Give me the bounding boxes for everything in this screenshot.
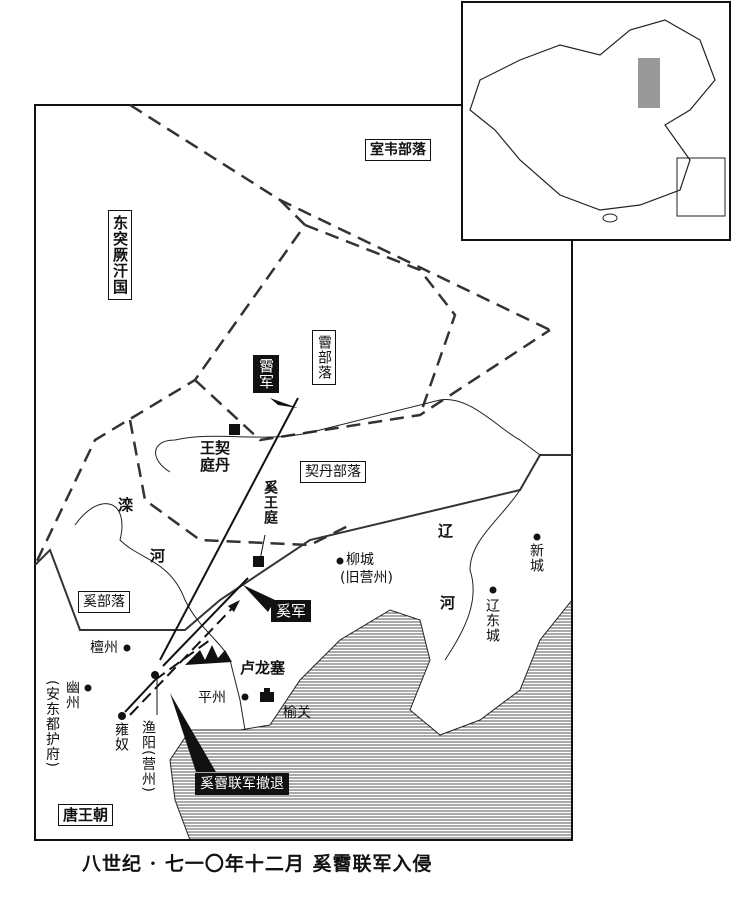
- china-inset-map: [461, 1, 731, 241]
- label-liucheng-note: (旧营州): [340, 570, 393, 586]
- qidan-court-marker: [229, 424, 240, 435]
- label-luan-river-2: 河: [150, 547, 166, 565]
- label-luan-river-1: 滦: [118, 496, 134, 514]
- label-xincheng: 新城: [528, 543, 544, 573]
- label-xi-army: 奚军: [271, 600, 312, 622]
- sea-bohai: [169, 598, 573, 841]
- label-tujue: 东突厥汗国: [108, 210, 132, 300]
- fortress-icon: [260, 688, 274, 702]
- xi-court-marker: [253, 556, 264, 567]
- label-youzhou: 幽州: [64, 680, 80, 710]
- label-liao-river-1: 辽: [438, 522, 454, 540]
- label-retreat: 奚霫联军撤退: [195, 773, 289, 795]
- label-tanzhou: 檀州: [90, 640, 118, 656]
- rivers: [74, 399, 541, 731]
- label-yongnu: 雍奴: [113, 722, 129, 752]
- tribal-borders: [33, 103, 551, 566]
- label-liaodong: 辽东城: [484, 598, 500, 643]
- label-lulongsai: 卢龙塞: [240, 659, 286, 677]
- label-andong: (安东都护府): [44, 680, 60, 768]
- label-qidan: 契丹部落: [300, 461, 366, 483]
- map-frame: [34, 104, 573, 841]
- label-xi-court: 奚王庭: [262, 480, 278, 525]
- map-title: 八世纪 · 七一〇年十二月 奚霫联军入侵: [82, 853, 433, 875]
- label-pingzhou: 平州: [198, 690, 226, 706]
- label-yuguan: 榆关: [283, 705, 311, 721]
- label-liucheng: 柳城: [346, 552, 374, 568]
- label-yuyang: 渔阳(营州): [140, 720, 156, 793]
- label-shiwei: 室韦部落: [365, 139, 431, 161]
- label-liao-river-2: 河: [440, 594, 456, 612]
- label-tang: 唐王朝: [58, 804, 114, 826]
- label-xi-tribe-north: 霫部落: [312, 330, 336, 385]
- label-xi-army-north: 霫军: [253, 355, 279, 393]
- invasion-arrows: [124, 397, 299, 716]
- label-xi-tribe: 奚部落: [78, 591, 130, 613]
- city-dots: [84, 533, 541, 720]
- mountains-icon: [185, 645, 232, 665]
- label-qidan-court: 王契 庭丹: [200, 439, 231, 474]
